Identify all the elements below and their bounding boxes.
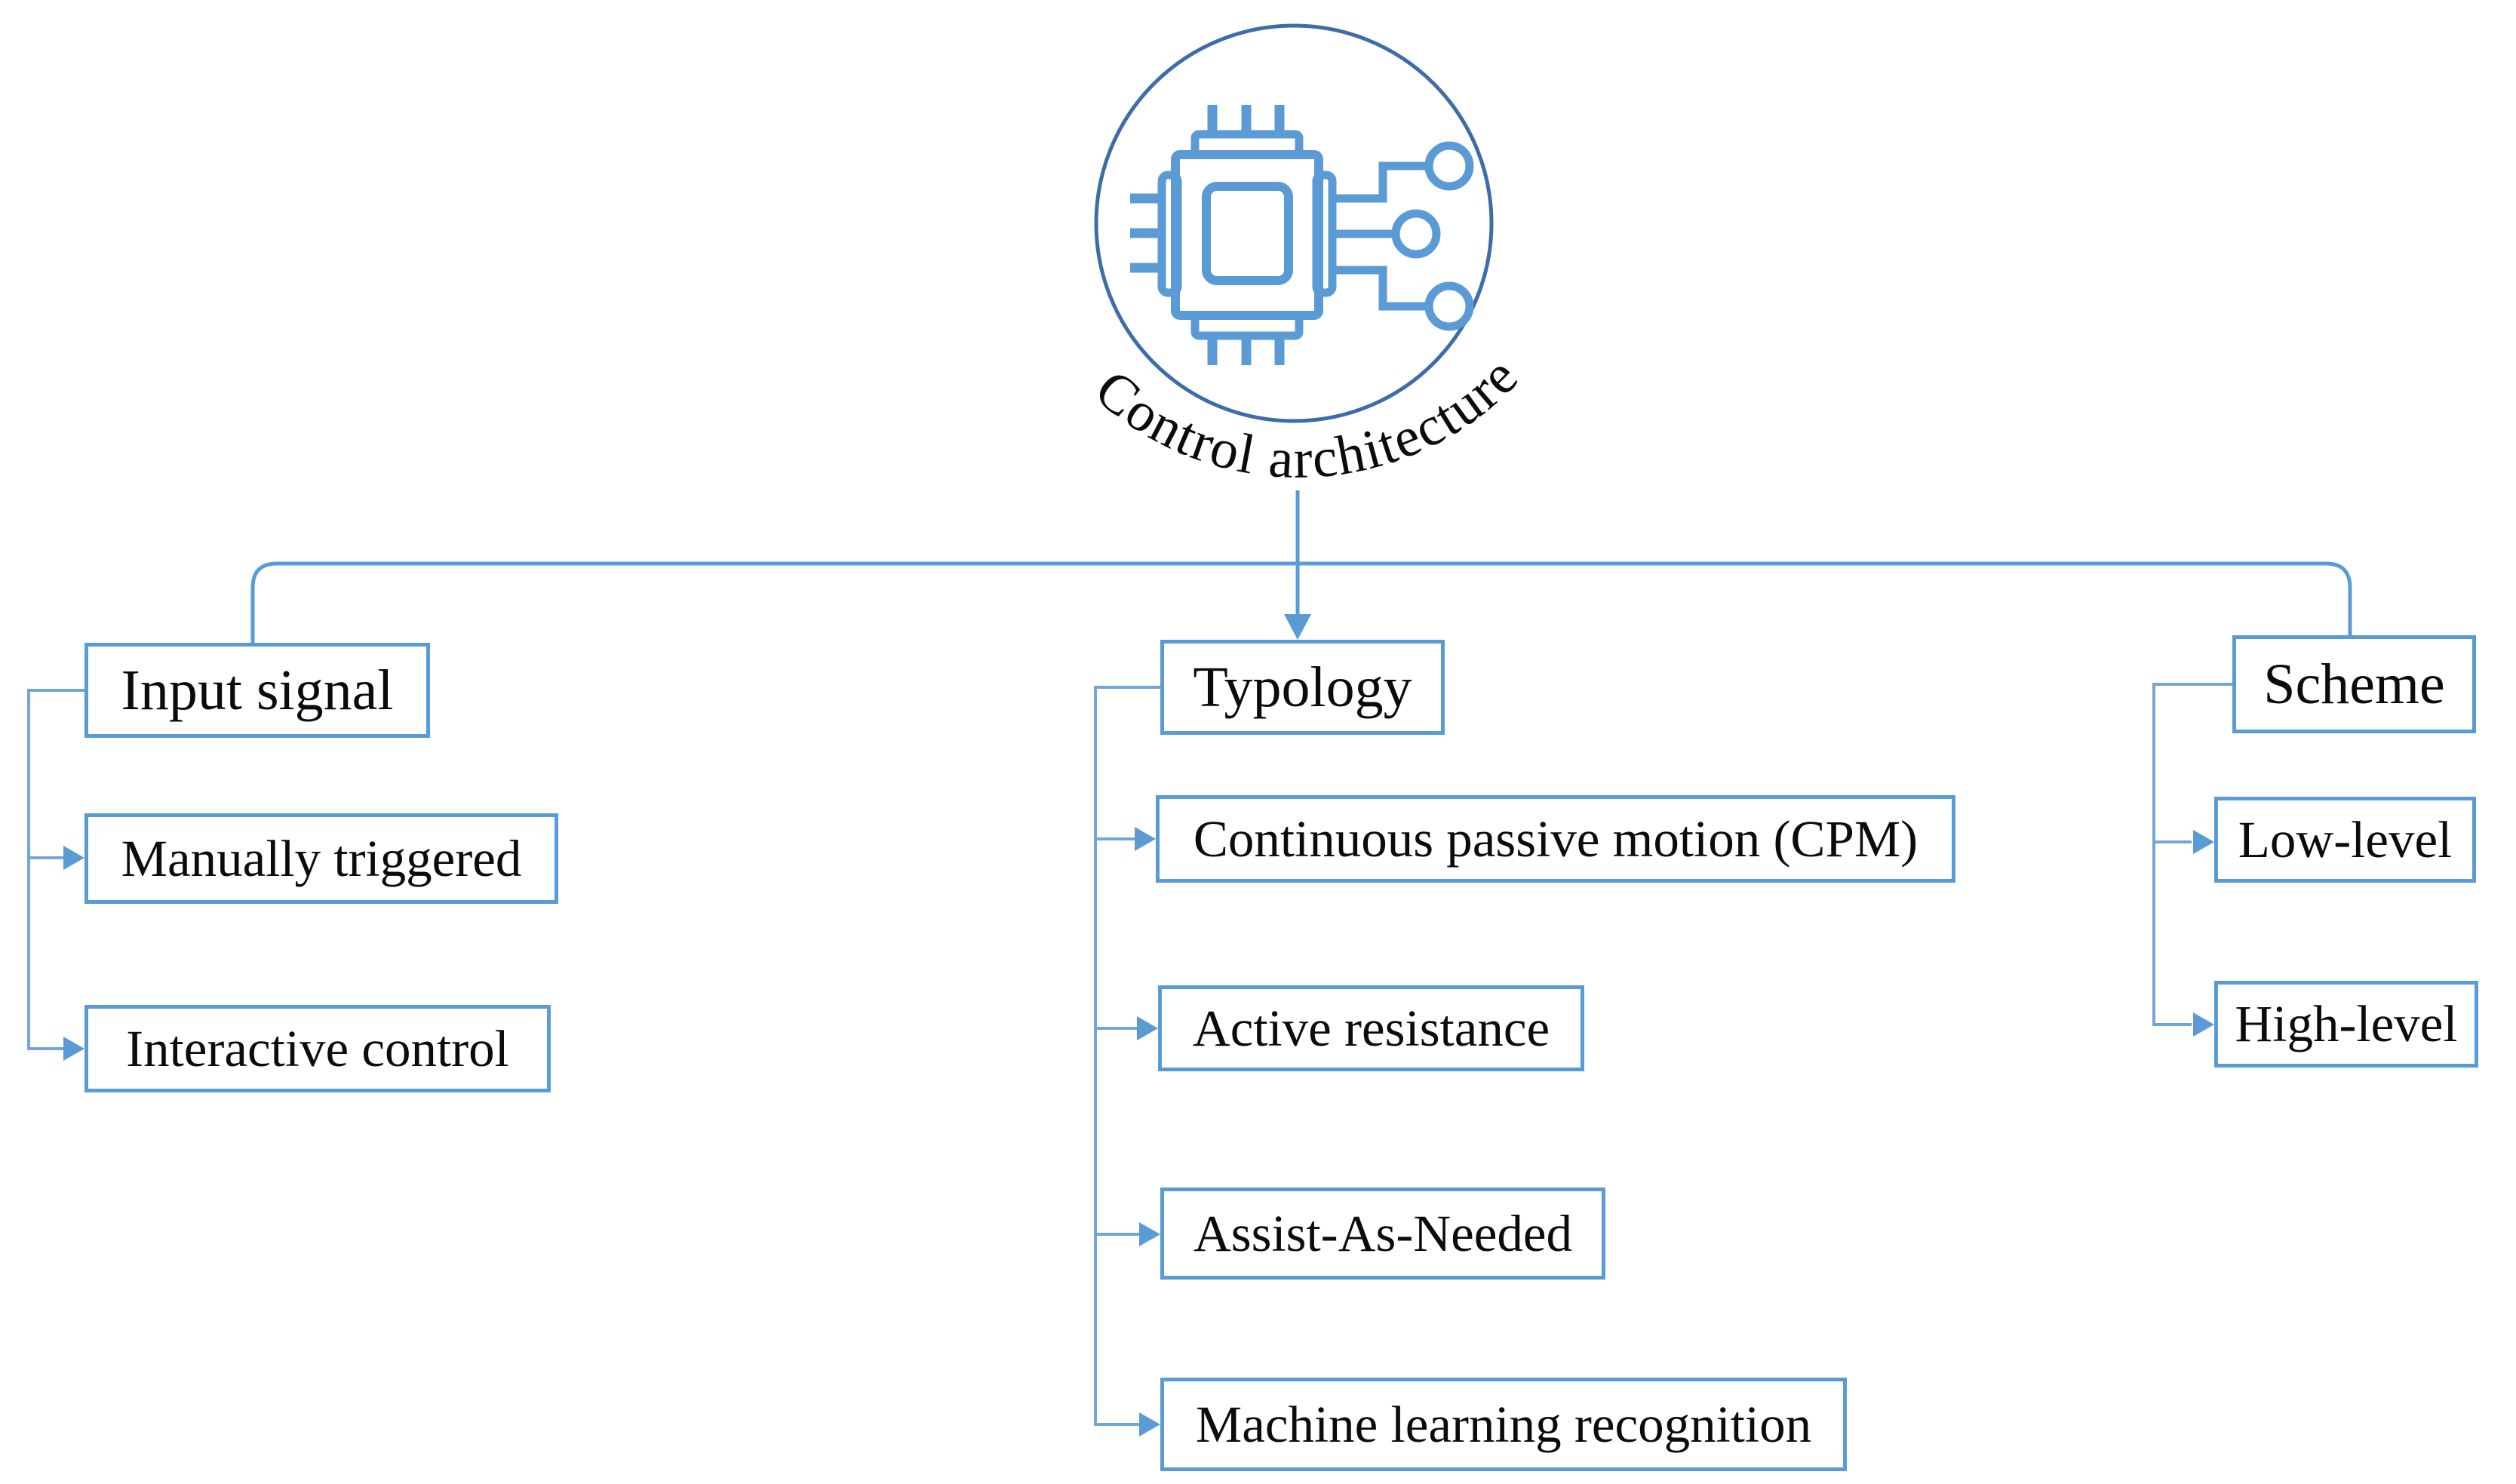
node-interactive-control: Interactive control — [84, 1005, 551, 1092]
arrowhead-typology — [1284, 614, 1311, 640]
arrowhead-cpm — [1135, 827, 1156, 851]
arrowhead-active-resistance — [1137, 1016, 1158, 1040]
root-distribution-connector — [250, 490, 2352, 643]
typology-connector — [1094, 686, 1160, 1426]
node-low-level: Low-level — [2214, 797, 2476, 883]
node-typology: Typology — [1160, 640, 1445, 735]
scheme-connector — [2152, 683, 2232, 1026]
distribution-line — [250, 561, 2352, 643]
control-architecture-badge: Control architecture — [1083, 23, 1531, 490]
arrowhead-machine-learning — [1139, 1412, 1160, 1436]
arrowhead-assist-as-needed — [1139, 1222, 1160, 1246]
cpu-chip-icon — [1130, 105, 1474, 365]
node-active-resistance: Active resistance — [1158, 985, 1584, 1071]
node-scheme: Scheme — [2232, 635, 2476, 733]
arrowhead-high-level — [2193, 1012, 2214, 1037]
arrowhead-interactive-control — [63, 1037, 84, 1061]
node-high-level: High-level — [2214, 981, 2478, 1068]
arrowhead-manually-triggered — [63, 846, 84, 870]
input-signal-connector — [27, 689, 84, 1050]
node-continuous-passive-motion: Continuous passive motion (CPM) — [1156, 795, 1955, 883]
root-title-curved-text: Control architecture — [1083, 345, 1531, 490]
node-input-signal: Input signal — [84, 643, 430, 738]
node-machine-learning-recognition: Machine learning recognition — [1160, 1378, 1847, 1471]
badge-circle — [1094, 23, 1494, 423]
node-assist-as-needed: Assist-As-Needed — [1160, 1188, 1605, 1280]
arrowhead-low-level — [2193, 830, 2214, 854]
node-manually-triggered: Manually triggered — [84, 813, 558, 904]
